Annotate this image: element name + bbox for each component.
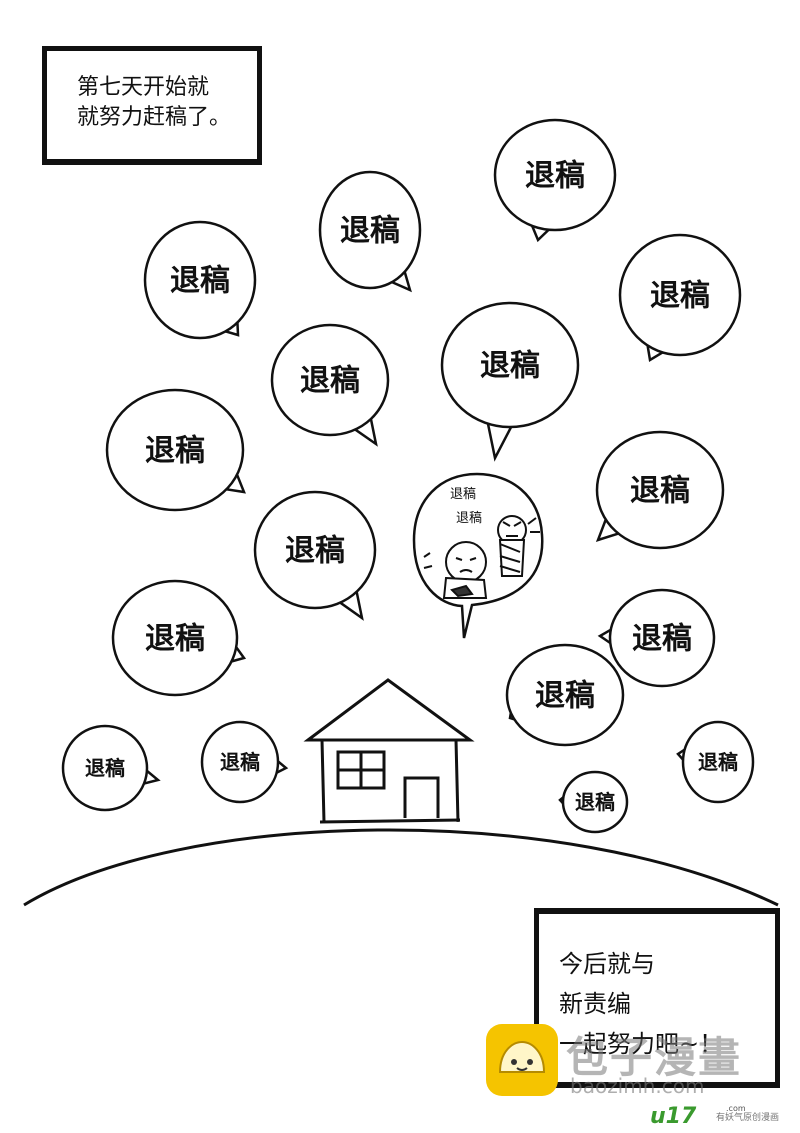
speech-bubble-outline <box>111 579 239 697</box>
caption-bottom-line-1: 今后就与 <box>559 950 655 978</box>
speech-bubble-text: 退稿 <box>525 159 585 194</box>
central-bubble-text-1: 退稿 <box>450 486 476 502</box>
watermark-brand: u17 <box>650 1104 697 1129</box>
caption-box-top: 第七天开始就 就努力赶稿了。 <box>42 46 262 165</box>
caption-top-line-2: 就努力赶稿了。 <box>77 105 232 130</box>
speech-bubble-text: 退稿 <box>632 622 692 657</box>
speech-bubble: 退稿 <box>61 724 161 812</box>
speech-bubble: 退稿 <box>597 588 716 688</box>
speech-bubble-text: 退稿 <box>220 750 260 774</box>
speech-bubble-outline <box>608 588 716 688</box>
speech-bubble-text: 退稿 <box>85 756 125 780</box>
speech-bubble-text: 退稿 <box>300 364 360 399</box>
speech-bubble-outline <box>61 724 149 812</box>
speech-bubble: 退稿 <box>440 301 580 462</box>
speech-bubble: 退稿 <box>558 770 629 834</box>
watermark-url: baozimh.com <box>570 1074 705 1098</box>
speech-bubble-text: 退稿 <box>285 534 345 569</box>
speech-bubble-outline <box>618 233 742 357</box>
speech-bubble-text: 退稿 <box>650 279 710 314</box>
speech-bubble-outline <box>561 770 629 834</box>
speech-bubble: 退稿 <box>493 118 617 243</box>
caption-bottom-line-2: 新责编 <box>559 990 631 1018</box>
speech-bubble: 退稿 <box>505 643 625 747</box>
caption-bottom-line-3: 一起努力吧~！ <box>559 1030 724 1058</box>
speech-bubble-text: 退稿 <box>575 790 615 814</box>
speech-bubble: 退稿 <box>618 233 742 363</box>
caption-box-bottom: 今后就与 新责编 一起努力吧~！ <box>534 908 780 1088</box>
caption-top-line-1: 第七天开始就 <box>77 75 210 100</box>
speech-bubble-outline <box>681 720 755 804</box>
speech-bubble: 退稿 <box>595 430 725 550</box>
speech-bubble-text: 退稿 <box>535 679 595 714</box>
speech-bubble-outline <box>105 388 245 512</box>
watermark-title: 包子漫畫 <box>566 1033 743 1082</box>
watermark-bun-logo <box>486 1024 558 1096</box>
speech-bubble-outline <box>505 643 625 747</box>
hill-line <box>23 828 779 907</box>
speech-bubble-text: 退稿 <box>340 214 400 249</box>
speech-bubble-outline <box>440 301 580 429</box>
speech-bubble: 退稿 <box>200 720 289 804</box>
speech-bubble-text: 退稿 <box>170 264 230 299</box>
speech-bubble-text: 退稿 <box>145 622 205 657</box>
speech-bubble: 退稿 <box>105 388 246 512</box>
central-bubble: 退稿 退稿 <box>412 472 544 639</box>
speech-bubble-text: 退稿 <box>630 474 690 509</box>
speech-bubble-text: 退稿 <box>145 434 205 469</box>
house-icon <box>303 678 475 824</box>
speech-bubble: 退稿 <box>143 220 257 340</box>
speech-bubble: 退稿 <box>318 170 422 293</box>
speech-bubble: 退稿 <box>253 490 377 621</box>
speech-bubble: 退稿 <box>676 720 755 804</box>
watermark-brand-suffix: .com <box>726 1104 746 1113</box>
central-bubble-text-2: 退稿 <box>456 510 482 526</box>
watermark-brand-tagline: 有妖气原创漫画 <box>716 1113 780 1123</box>
speech-bubble-text: 退稿 <box>480 349 540 384</box>
author-character-icon <box>423 541 488 599</box>
editor-character-icon <box>497 515 540 577</box>
speech-bubble: 退稿 <box>111 579 247 697</box>
speech-bubble: 退稿 <box>270 323 390 447</box>
speech-bubbles: 退稿退稿退稿退稿退稿退稿退稿退稿退稿退稿退稿退稿退稿退稿退稿退稿 <box>61 118 755 834</box>
speech-bubble-outline <box>493 118 617 232</box>
speech-bubble-text: 退稿 <box>698 750 738 774</box>
speech-bubble-outline <box>200 720 280 804</box>
